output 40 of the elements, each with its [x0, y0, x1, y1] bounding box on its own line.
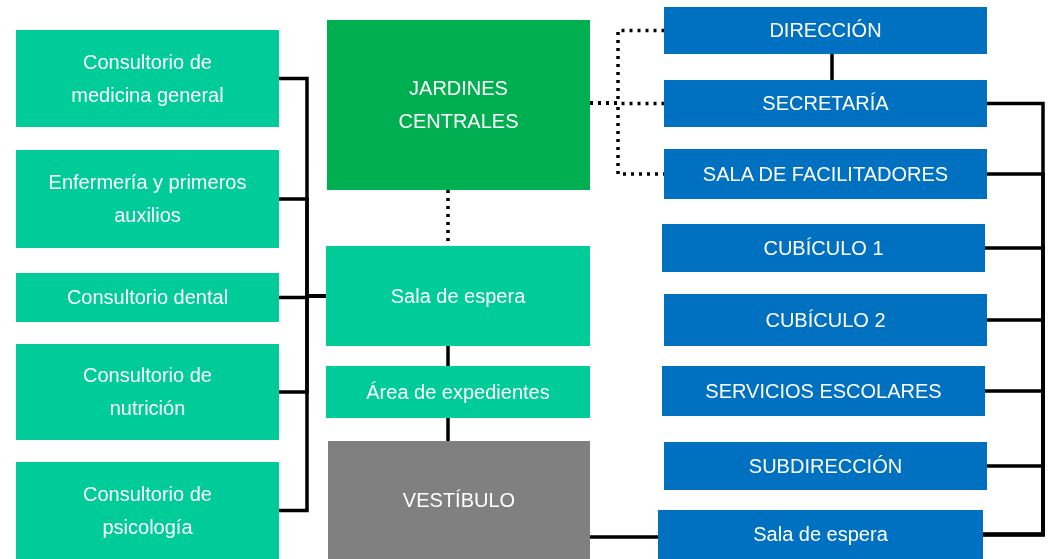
connector-line	[446, 418, 450, 441]
room-box	[16, 150, 279, 248]
room-label: Área de expedientes	[366, 379, 550, 405]
room-box	[658, 510, 983, 559]
room-box	[16, 344, 279, 440]
room-label: CUBÍCULO 2	[765, 307, 886, 333]
room-box	[664, 7, 987, 54]
room-box	[664, 442, 987, 490]
room-label: Consultorio dental	[66, 285, 229, 310]
room-box	[664, 149, 987, 199]
connector-line	[279, 294, 326, 513]
room-box	[16, 273, 279, 322]
room-label: Consultorio de nutrición	[82, 363, 213, 421]
room-box	[16, 30, 279, 127]
room-label: Consultorio de medicina general	[70, 49, 225, 108]
room-box	[662, 224, 985, 272]
room-label: SUBDIRECCIÓN	[748, 453, 903, 479]
room-box	[664, 294, 987, 346]
room-box	[16, 462, 279, 559]
connector-line	[446, 346, 450, 366]
room-box	[662, 366, 985, 416]
connector-line	[830, 54, 834, 80]
room-box	[328, 441, 590, 559]
connector-line	[590, 535, 658, 539]
room-box	[327, 20, 590, 190]
room-label: VESTÍBULO	[402, 487, 516, 513]
room-label: JARDINES CENTRALES	[397, 76, 520, 134]
room-label: Sala de espera	[753, 522, 888, 547]
room-label: SERVICIOS ESCOLARES	[705, 378, 942, 404]
room-label: Enfermería y primeros auxilios	[47, 170, 248, 228]
connector-line	[983, 464, 1045, 537]
room-label: SECRETARÍA	[762, 91, 889, 116]
room-label: CUBÍCULO 1	[763, 235, 884, 261]
room-label: Sala de espera	[390, 283, 526, 309]
room-label: Consultorio de psicología	[82, 481, 213, 540]
room-box	[326, 246, 590, 346]
room-box	[326, 366, 590, 418]
room-label: DIRECCIÓN	[769, 18, 882, 43]
room-label: SALA DE FACILITADORES	[702, 161, 949, 187]
room-box	[664, 80, 987, 127]
